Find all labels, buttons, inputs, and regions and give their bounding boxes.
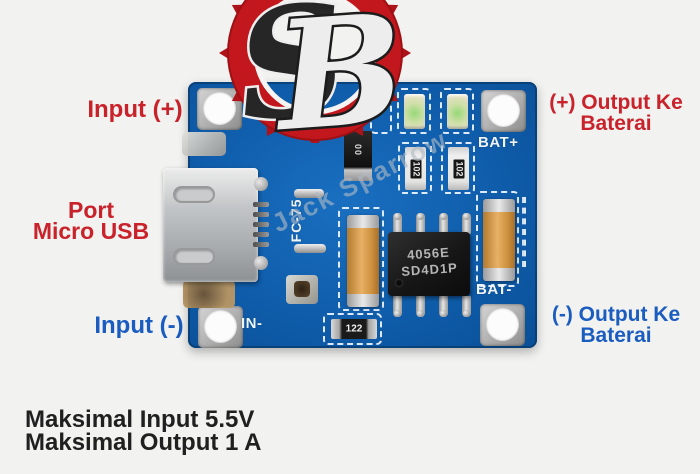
sb-logo-badge: S B [219, 0, 412, 143]
chip-pins-top [393, 213, 471, 234]
capacitor-terminal [347, 215, 379, 228]
resistor-marking: 122 [345, 323, 363, 335]
resistor-body: 102 [448, 147, 469, 190]
jumper-component [294, 189, 324, 198]
logo-letter-s: S [229, 0, 355, 143]
capacitor-dielectric [347, 228, 379, 294]
usb-anchor-post [254, 177, 268, 191]
charge-led [397, 88, 431, 134]
usb-pin [253, 222, 269, 227]
resistor-102: 102 [398, 142, 432, 194]
usb-shell-slot [173, 248, 215, 265]
chip-pin [462, 296, 471, 317]
output-minus-line2: Baterai [580, 324, 652, 347]
port-line1: Port [68, 197, 114, 223]
chip-pin [439, 213, 448, 234]
output-plus-line2: Baterai [580, 112, 652, 135]
spec-line2: Maksimal Output 1 A [25, 429, 262, 456]
diode-marking: 00 [353, 143, 363, 157]
hole [487, 94, 520, 127]
input-plus-label: Input (+) [87, 96, 183, 123]
max-specs-text: Maksimal Input 5.5V Maksimal Output 1 A [25, 406, 325, 456]
chip-marking: 4056E SD4D1P [387, 243, 471, 281]
capacitor-terminal [347, 294, 379, 307]
micro-usb-connector [163, 168, 269, 282]
chip-pin [393, 213, 402, 234]
output-plus-label: (+) Output Ke Baterai [538, 92, 694, 134]
led-body [404, 94, 425, 129]
diode-component: 00 [344, 131, 372, 181]
usb-shell-slot [173, 186, 215, 203]
output-minus-label: (-) Output Ke Baterai [538, 304, 694, 346]
hole [203, 92, 236, 125]
resistor-marking: 102 [453, 158, 464, 179]
capacitor-left [338, 207, 384, 311]
silkscreen-in-minus: IN- [241, 315, 263, 332]
output-minus-line1: (-) Output Ke [551, 303, 681, 326]
chip-pin [393, 296, 402, 317]
resistor-body: 122 [331, 319, 377, 339]
silkscreen-bat-plus: BAT+ [478, 134, 519, 151]
usb-pin [253, 242, 269, 247]
capacitor-body [483, 199, 515, 281]
hole [486, 308, 519, 341]
logo-red-ring [227, 0, 403, 141]
full-led [440, 88, 474, 134]
capacitor-terminal [483, 268, 515, 281]
usb-pin [253, 202, 269, 207]
chip-pins-bottom [393, 296, 471, 317]
logo-ring-outer-edge [227, 0, 403, 141]
usb-anchor-post [254, 256, 268, 270]
resistor-body: 102 [405, 147, 426, 190]
solder-pad-top [182, 132, 226, 156]
silkscreen-dash [522, 197, 526, 267]
mounting-hole-top-right [481, 90, 526, 132]
output-plus-line1: (+) Output Ke [549, 91, 683, 114]
port-line2: Micro USB [32, 218, 150, 244]
solder-pad-bottom [183, 280, 235, 308]
hole [204, 310, 237, 343]
mounting-hole-bottom-left [198, 306, 243, 348]
jumper-component [294, 244, 326, 253]
chip-pin [416, 213, 425, 234]
port-micro-usb-label: Port Micro USB [6, 197, 176, 244]
chip-pin [416, 296, 425, 317]
resistor-122: 122 [323, 313, 382, 345]
usb-pin [253, 232, 269, 237]
chip-pin [439, 296, 448, 317]
capacitor-right [476, 191, 519, 287]
logo-letter-b: B [267, 0, 410, 143]
spec-line1: Maksimal Input 5.5V [25, 406, 255, 433]
logo-inner-circle [253, 0, 377, 115]
mounting-hole-top-left [197, 88, 242, 130]
resistor-102: 102 [441, 142, 475, 194]
capacitor-body [347, 215, 379, 307]
capacitor-terminal [483, 199, 515, 212]
chip-pin [462, 213, 471, 234]
pin1-dot [395, 279, 403, 287]
tp4056-chip: 4056E SD4D1P [388, 232, 470, 296]
input-minus-label: Input (-) [94, 312, 184, 339]
mounting-hole-bottom-right [480, 304, 525, 346]
usb-pin [253, 212, 269, 217]
capacitor-dielectric [483, 212, 515, 268]
solder-via-pad [286, 275, 318, 304]
led-body [447, 94, 468, 129]
